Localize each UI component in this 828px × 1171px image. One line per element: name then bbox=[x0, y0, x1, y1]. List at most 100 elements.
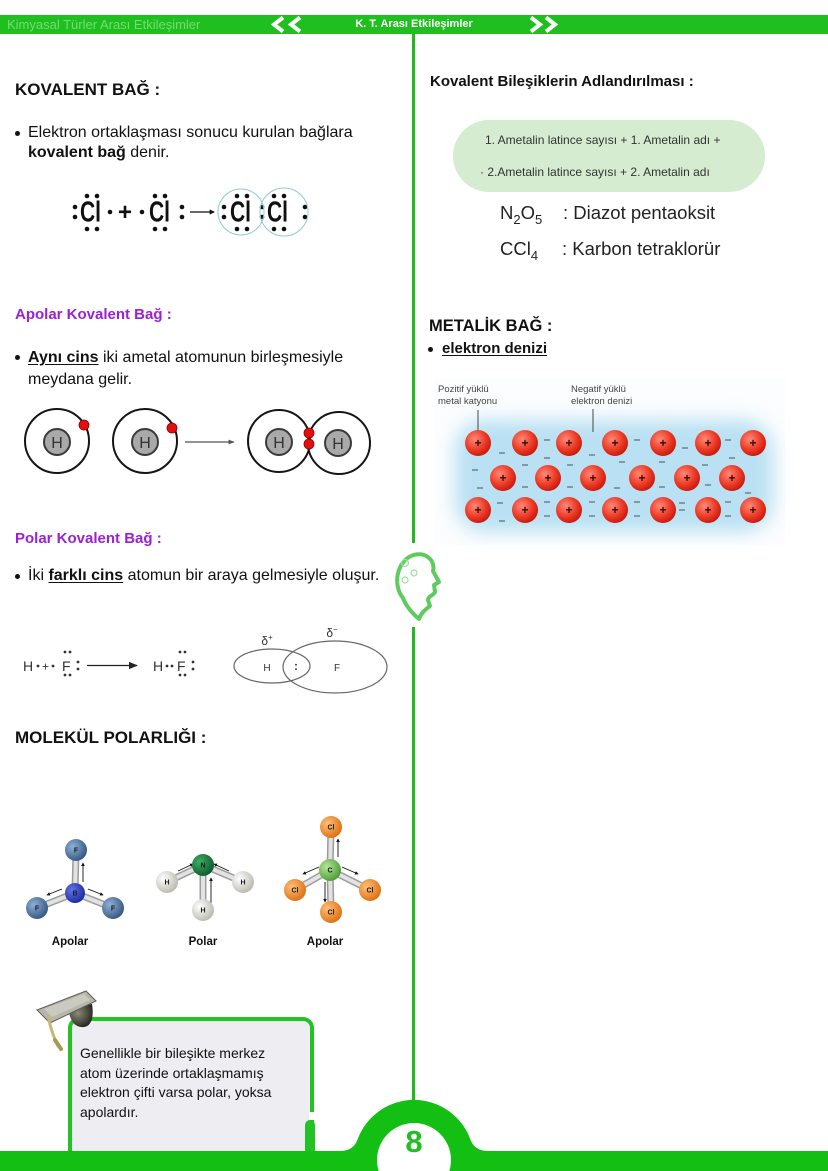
svg-text:+: + bbox=[659, 503, 666, 517]
cl2-lewis-equation: Cl + Cl Cl Cl bbox=[72, 187, 309, 237]
svg-text:+: + bbox=[683, 471, 690, 485]
nonpolar-definition-line1: Aynı cins iki ametal atomunun birleşmesi… bbox=[28, 347, 343, 369]
nonpolar-definition-line2: meydana gelir. bbox=[28, 371, 133, 388]
name-n2o5: : Diazot pentaoksit bbox=[563, 202, 716, 223]
different-kind-term: farklı cins bbox=[48, 567, 124, 584]
svg-text:+: + bbox=[544, 471, 551, 485]
polar-definition: İki farklı cins atomun bir araya gelmesi… bbox=[28, 566, 379, 586]
note-border-gap bbox=[309, 1112, 316, 1120]
svg-text:N: N bbox=[200, 863, 205, 870]
formula-ccl4: CCl4 bbox=[500, 238, 539, 263]
formula-n2o5: N2O5 bbox=[500, 202, 543, 227]
molecule-label-bf3: Apolar bbox=[51, 936, 89, 948]
page-number-badge bbox=[377, 1123, 451, 1171]
bullet-icon bbox=[15, 355, 20, 360]
nonpolar-covalent-heading: Apolar Kovalent Bağ : bbox=[15, 306, 172, 323]
h-atom-label: H bbox=[51, 435, 63, 452]
cation-label: metal katyonu bbox=[438, 396, 497, 407]
graduation-cap-icon bbox=[36, 990, 97, 1051]
svg-text:F: F bbox=[35, 906, 40, 913]
bullet-icon bbox=[15, 574, 20, 579]
svg-text:H: H bbox=[240, 880, 245, 887]
covalent-naming-heading: Kovalent Bileşiklerin Adlandırılması : bbox=[430, 73, 694, 90]
column-divider-top bbox=[412, 34, 415, 543]
note-line: elektron çifti varsa polar, yoksa bbox=[80, 1084, 272, 1100]
electron-dot bbox=[303, 438, 315, 450]
electron-dashes bbox=[472, 439, 751, 522]
svg-text:+: + bbox=[749, 436, 756, 450]
header-chapter-title: Kimyasal Türler Arası Etkileşimler bbox=[7, 17, 201, 32]
plus-sign: + bbox=[42, 660, 49, 674]
svg-text:+: + bbox=[704, 436, 711, 450]
f-atom-label: F bbox=[334, 663, 340, 674]
h-atom-label: H bbox=[23, 658, 33, 674]
cl-atom-2: Cl bbox=[149, 197, 170, 229]
hydrogen-atom bbox=[156, 871, 178, 893]
electron-sea-label: Negatif yüklü bbox=[571, 384, 626, 395]
fluorine-atom bbox=[26, 897, 48, 919]
hf-lewis-equation: H + F H F bbox=[23, 650, 195, 677]
covalent-bond-definition-line2: kovalent bağ denir. bbox=[28, 143, 169, 163]
same-kind-term: Aynı cins bbox=[28, 349, 99, 366]
svg-text:H: H bbox=[164, 880, 169, 887]
svg-text:+: + bbox=[611, 436, 618, 450]
thinking-head-icon bbox=[395, 552, 441, 621]
covalent-bond-term: kovalent bağ bbox=[28, 144, 126, 161]
molecule-label-nh3: Polar bbox=[188, 936, 218, 948]
polar-definition-prefix: İki bbox=[28, 567, 49, 584]
note-line: atom üzerinde ortaklaşmamış bbox=[80, 1064, 264, 1081]
cation-label: Pozitif yüklü bbox=[438, 384, 489, 395]
electron-sea-figure: Pozitif yüklü metal katyonu Negatif yükl… bbox=[435, 378, 785, 545]
bullet-icon bbox=[428, 347, 433, 352]
nonpolar-definition-text: iki ametal atomunun birleşmesiyle bbox=[98, 349, 344, 366]
double-chevron-right-icon bbox=[544, 15, 559, 34]
h-atom-label: H bbox=[273, 435, 285, 452]
note-line: apolardır. bbox=[80, 1103, 139, 1120]
delta-plus-label: δ+ bbox=[261, 633, 273, 648]
molecular-polarity-heading: MOLEKÜL POLARLIĞI : bbox=[15, 728, 207, 747]
electron-dot bbox=[78, 419, 90, 431]
note-text: Genellikle bir bileşikte merkez atom üze… bbox=[80, 1044, 271, 1122]
shared-electron-pair: : bbox=[294, 659, 298, 673]
hydrogen-atom bbox=[232, 871, 254, 893]
svg-text:C: C bbox=[327, 868, 332, 875]
svg-text:+: + bbox=[704, 503, 711, 517]
chlorine-atom bbox=[359, 879, 381, 901]
svg-text:B: B bbox=[72, 891, 77, 898]
svg-text:+: + bbox=[659, 436, 666, 450]
electron-dot bbox=[166, 422, 178, 434]
cl-atom-1: Cl bbox=[80, 197, 101, 229]
svg-text:+: + bbox=[565, 436, 572, 450]
cl-atom-4: Cl bbox=[267, 197, 288, 229]
chlorine-atom bbox=[320, 901, 342, 923]
polar-covalent-heading: Polar Kovalent Bağ : bbox=[15, 530, 162, 547]
h-atom-label: H bbox=[263, 663, 270, 674]
h2-bond-diagram: H H H H bbox=[24, 408, 371, 475]
plus-sign: + bbox=[118, 199, 132, 226]
svg-text:Cl: Cl bbox=[367, 888, 374, 895]
svg-text:+: + bbox=[474, 503, 481, 517]
svg-text:+: + bbox=[499, 471, 506, 485]
footer-bar bbox=[0, 1099, 828, 1171]
double-chevron-left-icon bbox=[270, 15, 285, 34]
bullet-icon bbox=[15, 131, 20, 136]
column-divider-bottom bbox=[412, 627, 415, 1105]
note-box bbox=[68, 1017, 314, 1153]
svg-text:+: + bbox=[589, 471, 596, 485]
header-section-tab: K. T. Arası Etkileşimler bbox=[355, 18, 473, 30]
cl-orbital-circle bbox=[217, 188, 265, 236]
electron-dot bbox=[303, 427, 315, 439]
svg-text:+: + bbox=[565, 503, 572, 517]
molecule-models: F F F B H H H N Cl Cl Cl Cl C bbox=[26, 816, 381, 923]
exclamation-icon bbox=[305, 1120, 315, 1152]
double-chevron-left-icon bbox=[287, 15, 302, 34]
electron-sea-label: elektron denizi bbox=[571, 396, 632, 407]
svg-text:+: + bbox=[749, 503, 756, 517]
delta-minus-label: δ− bbox=[326, 625, 338, 640]
covalent-bond-definition-line1: Elektron ortaklaşması sonucu kurulan bağ… bbox=[28, 124, 353, 141]
svg-text:+: + bbox=[728, 471, 735, 485]
cl-atom-3: Cl bbox=[230, 197, 251, 229]
covalent-bond-definition-end: denir. bbox=[125, 144, 170, 161]
carbon-atom bbox=[319, 859, 341, 881]
boron-atom bbox=[65, 883, 85, 903]
